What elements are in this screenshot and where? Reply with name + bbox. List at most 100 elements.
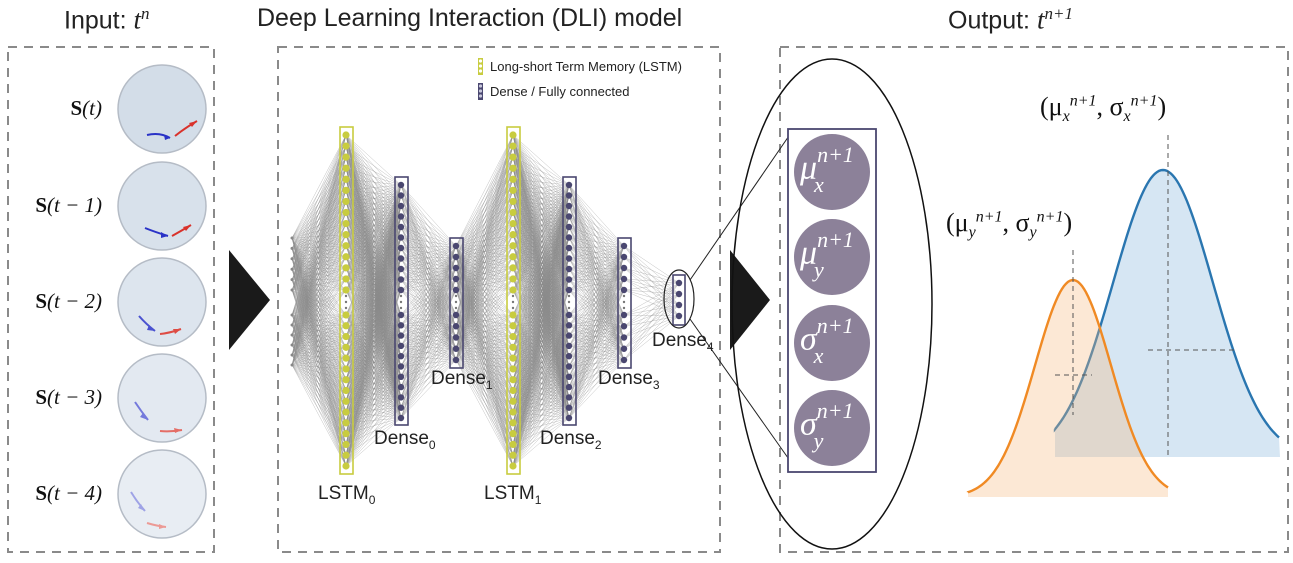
arrow-input-model xyxy=(229,250,270,350)
node-dense0-16 xyxy=(398,363,404,369)
node-dense3-0 xyxy=(621,243,627,249)
node-lstm0-29 xyxy=(342,462,349,469)
node-input-0 xyxy=(291,237,294,240)
ellipsis-dot-lstm1-0 xyxy=(512,295,514,297)
node-lstm0-24 xyxy=(342,408,349,415)
node-lstm0-12 xyxy=(342,264,349,271)
node-dense1-7 xyxy=(453,334,459,340)
ellipsis-dot-lstm0-0 xyxy=(345,295,347,297)
node-dense2-11 xyxy=(566,312,572,318)
legend-dense: Dense / Fully connected xyxy=(490,84,629,99)
node-dense2-2 xyxy=(566,203,572,209)
node-lstm1-26 xyxy=(509,430,516,437)
zoom-line-top xyxy=(690,130,793,280)
node-lstm0-22 xyxy=(342,387,349,394)
node-input-2 xyxy=(291,257,294,260)
node-dense3-3 xyxy=(621,276,627,282)
model-panel xyxy=(278,47,720,552)
node-dense2-9 xyxy=(566,276,572,282)
node-dense2-8 xyxy=(566,266,572,272)
zoom-ellipse-small xyxy=(664,270,694,328)
ellipsis-dot-lstm1-1 xyxy=(512,301,514,303)
node-dense0-10 xyxy=(398,287,404,293)
ellipsis-dot-dense1-2 xyxy=(455,307,457,309)
label-lstm1: LSTM1 xyxy=(484,483,541,507)
node-input-6 xyxy=(291,314,294,317)
node-lstm1-22 xyxy=(509,387,516,394)
node-dense2-13 xyxy=(566,332,572,338)
ellipsis-dot-dense2-1 xyxy=(568,301,570,303)
node-lstm0-11 xyxy=(342,253,349,260)
node-dense2-1 xyxy=(566,192,572,198)
node-dense2-6 xyxy=(566,245,572,251)
node-dense2-20 xyxy=(566,405,572,411)
arena-3 xyxy=(118,354,206,442)
node-dense0-2 xyxy=(398,203,404,209)
node-dense0-5 xyxy=(398,234,404,240)
node-lstm1-6 xyxy=(509,198,516,205)
node-lstm0-20 xyxy=(342,365,349,372)
ellipsis-dot-dense1-0 xyxy=(455,295,457,297)
node-lstm1-11 xyxy=(509,253,516,260)
node-dense3-6 xyxy=(621,323,627,329)
input-label-4: S(t − 4) xyxy=(12,481,102,506)
ellipsis-dot-dense3-2 xyxy=(623,307,625,309)
node-dense0-3 xyxy=(398,213,404,219)
node-dense2-4 xyxy=(566,224,572,230)
node-lstm0-10 xyxy=(342,242,349,249)
node-input-4 xyxy=(291,278,294,281)
distributions xyxy=(968,135,1280,497)
node-dense1-2 xyxy=(453,265,459,271)
node-dense0-12 xyxy=(398,322,404,328)
node-lstm1-7 xyxy=(509,209,516,216)
node-dense4-1 xyxy=(676,291,682,297)
label-dense3: Dense3 xyxy=(598,368,660,392)
label-dense4: Dense4 xyxy=(652,330,714,354)
node-dense0-11 xyxy=(398,312,404,318)
node-input-9 xyxy=(291,344,294,347)
node-dense0-17 xyxy=(398,374,404,380)
node-dense2-15 xyxy=(566,353,572,359)
node-input-7 xyxy=(291,324,294,327)
node-dense3-8 xyxy=(621,346,627,352)
input-header: Input: tn xyxy=(64,4,150,35)
label-dense2: Dense2 xyxy=(540,428,602,452)
input-label-3: S(t − 3) xyxy=(12,385,102,410)
node-dense0-4 xyxy=(398,224,404,230)
node-lstm0-26 xyxy=(342,430,349,437)
node-lstm1-16 xyxy=(509,322,516,329)
node-lstm0-19 xyxy=(342,355,349,362)
node-dense0-18 xyxy=(398,384,404,390)
node-lstm0-6 xyxy=(342,198,349,205)
node-dense1-6 xyxy=(453,323,459,329)
node-lstm0-16 xyxy=(342,322,349,329)
ellipsis-dot-dense3-0 xyxy=(623,295,625,297)
node-lstm1-29 xyxy=(509,462,516,469)
ellipsis-dot-dense2-2 xyxy=(568,307,570,309)
label-lstm0: LSTM0 xyxy=(318,483,375,507)
node-lstm0-15 xyxy=(342,311,349,318)
input-label-1: S(t − 1) xyxy=(12,193,102,218)
input-label-0: S(t) xyxy=(50,96,102,121)
node-dense3-7 xyxy=(621,334,627,340)
node-dense2-7 xyxy=(566,255,572,261)
node-lstm1-27 xyxy=(509,441,516,448)
node-lstm1-10 xyxy=(509,242,516,249)
arrow-model-output xyxy=(730,250,770,350)
node-dense0-19 xyxy=(398,394,404,400)
label-dense1: Dense1 xyxy=(431,368,493,392)
node-dense2-5 xyxy=(566,234,572,240)
node-lstm1-18 xyxy=(509,344,516,351)
node-lstm1-14 xyxy=(509,286,516,293)
label-dense0: Dense0 xyxy=(374,428,436,452)
input-label-2: S(t − 2) xyxy=(12,289,102,314)
node-lstm1-8 xyxy=(509,220,516,227)
node-lstm1-4 xyxy=(509,176,516,183)
node-lstm0-13 xyxy=(342,275,349,282)
node-dense0-6 xyxy=(398,245,404,251)
node-lstm1-20 xyxy=(509,365,516,372)
arena-0 xyxy=(118,65,206,153)
node-input-5 xyxy=(291,289,294,292)
node-dense0-21 xyxy=(398,415,404,421)
